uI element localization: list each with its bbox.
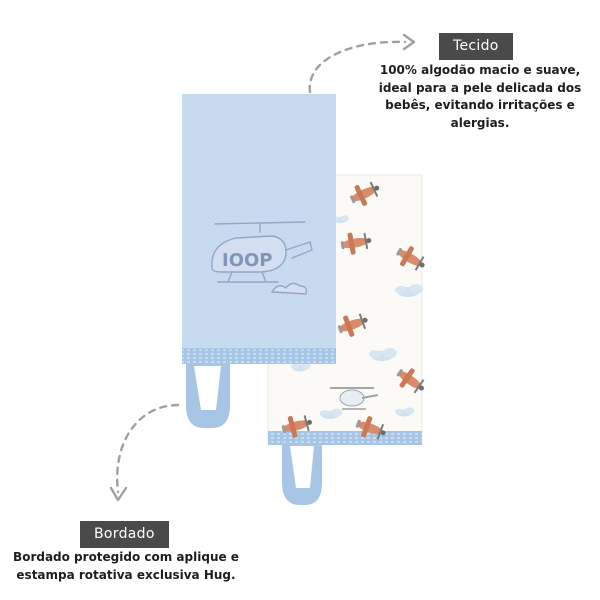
blue-cloth: IOOP [182, 94, 336, 428]
bordado-line-1: Bordado protegido com aplique e [13, 550, 239, 564]
tecido-line-4: alergias. [450, 115, 510, 130]
tecido-line-2: ideal para a pele delicada dos [378, 80, 582, 95]
arrow-to-bordado [109, 403, 180, 502]
helicopter-print-icon [330, 387, 379, 410]
tecido-description: 100% algodão macio e suave, ideal para a… [372, 62, 588, 132]
helicopter-embroidery-icon: IOOP [211, 221, 313, 295]
svg-text:IOOP: IOOP [222, 250, 273, 271]
tecido-line-3: bebês, evitando irritações e [385, 98, 575, 112]
tecido-line-1: 100% algodão macio e suave, [379, 63, 581, 77]
bordado-description: Bordado protegido com aplique e estampa … [6, 549, 246, 584]
printed-cloth [267, 174, 430, 505]
arrow-to-tecido [308, 33, 416, 94]
tecido-tag: Tecido [439, 33, 513, 60]
bordado-tag: Bordado [80, 521, 169, 548]
bordado-line-2: estampa rotativa exclusiva Hug. [16, 567, 236, 582]
